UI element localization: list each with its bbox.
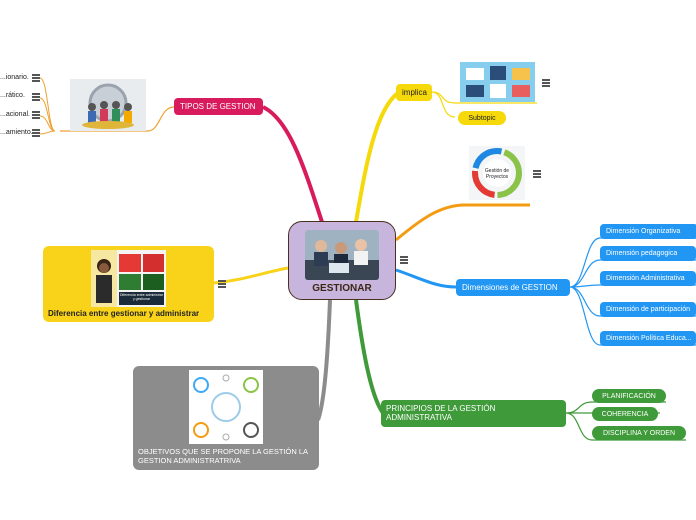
- dimension-item-3[interactable]: Dimensión Administrativa: [600, 271, 696, 286]
- link-diferencia: [213, 266, 289, 285]
- notes-icon[interactable]: [400, 256, 408, 264]
- dimension-item-label: Dimensión de participación: [606, 306, 691, 313]
- dimension-item-1[interactable]: Dimensión Organizativa: [600, 224, 696, 239]
- topic-principios-gestion[interactable]: PRINCIPIOS DE LA GESTIÓN ADMINISTRATIVA: [381, 400, 566, 427]
- notes-icon[interactable]: [32, 111, 40, 119]
- subtopic-label: Subtopic: [468, 114, 496, 122]
- link-proyectos: [395, 203, 530, 242]
- link-dimensiones: [395, 268, 457, 289]
- principio-item-3[interactable]: DISCIPLINA Y ORDEN: [592, 426, 686, 440]
- business-people-gears-image: [70, 79, 146, 131]
- link-implica: [354, 91, 400, 223]
- link-tipos: [262, 105, 324, 223]
- image-caption: Diferencia entre administrar y gestionar: [120, 293, 163, 301]
- subtopic-node[interactable]: Subtopic: [458, 111, 506, 125]
- tipos-leaf-1[interactable]: ...ionario.: [0, 74, 29, 81]
- notes-icon[interactable]: [542, 79, 550, 87]
- principio-item-label: COHERENCIA: [601, 410, 649, 418]
- principio-item-label: PLANIFICACIÓN: [602, 392, 656, 400]
- link-dimensiones-children: [569, 237, 696, 346]
- dimension-item-4[interactable]: Dimensión de participación: [600, 302, 696, 317]
- dimension-item-label: Dimensión Organizativa: [606, 228, 681, 235]
- topic-diferencia-label: Diferencia entre gestionar y administrar: [48, 309, 200, 318]
- link-principios: [354, 299, 385, 415]
- central-topic[interactable]: GESTIONAR: [288, 221, 396, 300]
- project-cycle-title-1: Gestión de: [485, 168, 509, 174]
- objectives-diagram-image: [189, 370, 263, 444]
- link-tipos-leaves: [39, 77, 56, 135]
- tipos-leaf-2[interactable]: ...rático.: [0, 92, 25, 99]
- dimension-item-label: Dimensión Administrativa: [606, 275, 685, 282]
- notes-icon[interactable]: [32, 129, 40, 137]
- notes-icon[interactable]: [32, 74, 40, 82]
- principio-item-label: DISCIPLINA Y ORDEN: [602, 429, 676, 437]
- principio-item-1[interactable]: PLANIFICACIÓN: [592, 389, 666, 403]
- topic-objetivos[interactable]: OBJETIVOS QUE SE PROPONE LA GESTIÓN LA G…: [133, 366, 319, 470]
- link-tipos-image: [60, 106, 175, 132]
- project-cycle-title-2: Proyectos: [486, 174, 509, 180]
- tipos-leaf-3[interactable]: ...acional.: [0, 111, 30, 118]
- team-meeting-image: [305, 230, 379, 280]
- dimension-item-2[interactable]: Dimensión pedagogica: [600, 246, 696, 261]
- link-objetivos: [316, 299, 332, 421]
- topic-implica-label: implica: [402, 88, 427, 97]
- topic-tipos-de-gestion[interactable]: TIPOS DE GESTION: [174, 98, 263, 115]
- tipos-leaf-4[interactable]: ...amiento.: [0, 129, 33, 136]
- principio-item-2[interactable]: COHERENCIA: [592, 407, 658, 421]
- online-learning-image: [460, 62, 535, 102]
- dimension-item-label: Dimensión Política Educa...: [606, 335, 692, 342]
- topic-dimensiones-de-gestion[interactable]: Dimensiones de GESTION: [456, 279, 570, 296]
- dimension-item-label: Dimensión pedagogica: [606, 250, 678, 257]
- topic-diferencia[interactable]: Diferencia entre administrar y gestionar…: [43, 246, 214, 322]
- link-implica-children: [431, 91, 537, 118]
- topic-dimensiones-label: Dimensiones de GESTION: [462, 283, 558, 292]
- topic-tipos-label: TIPOS DE GESTION: [180, 102, 256, 111]
- notes-icon[interactable]: [218, 280, 226, 288]
- notes-icon[interactable]: [32, 93, 40, 101]
- topic-principios-label: PRINCIPIOS DE LA GESTIÓN ADMINISTRATIVA: [386, 404, 496, 422]
- topic-implica[interactable]: implica: [396, 84, 432, 101]
- central-topic-title: GESTIONAR: [312, 283, 372, 294]
- topic-objetivos-label: OBJETIVOS QUE SE PROPONE LA GESTIÓN LA G…: [138, 447, 308, 465]
- notes-icon[interactable]: [533, 170, 541, 178]
- project-management-cycle-image: Gestión de Proyectos: [469, 146, 525, 200]
- woman-comparison-image: Diferencia entre administrar y gestionar: [91, 250, 166, 307]
- dimension-item-5[interactable]: Dimensión Política Educa...: [600, 331, 696, 346]
